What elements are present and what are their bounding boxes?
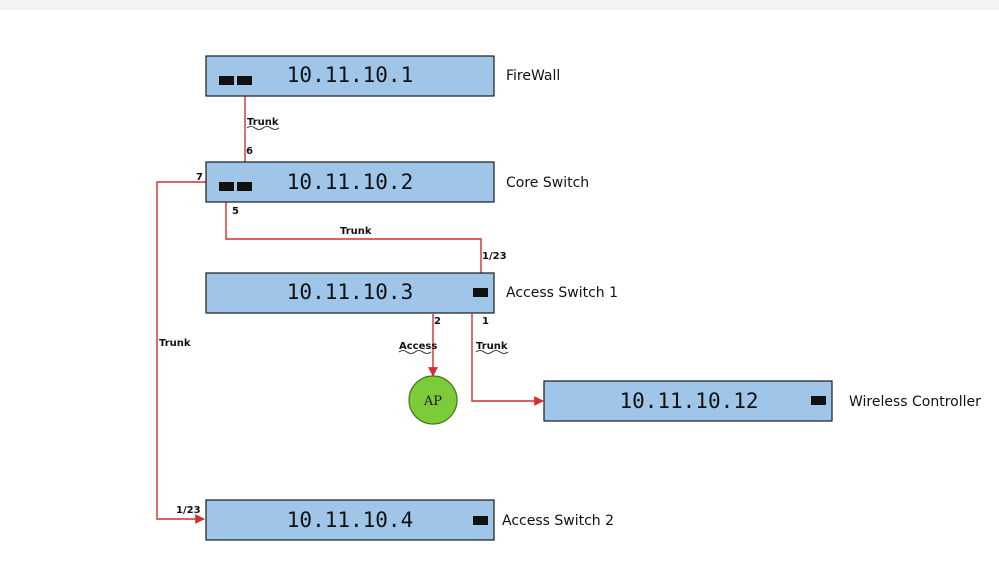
link-type-label: Trunk <box>159 338 191 349</box>
device-firewall[interactable]: 10.11.10.1 <box>205 55 495 97</box>
port-icon <box>473 288 488 297</box>
device-label-firewall: FireWall <box>506 68 560 84</box>
port-label: 1 <box>482 316 489 327</box>
port-label: 2 <box>434 316 441 327</box>
port-label: 1/23 <box>482 251 507 262</box>
access-point[interactable]: AP <box>408 375 458 425</box>
device-label-wireless-controller: Wireless Controller <box>849 394 981 410</box>
port-label: 6 <box>246 146 253 157</box>
device-box <box>205 55 495 97</box>
port-icon <box>237 182 252 191</box>
link-core-access2 <box>156 181 218 524</box>
device-core-switch[interactable]: 10.11.10.2 <box>205 161 495 203</box>
device-access-switch-1[interactable]: 10.11.10.3 <box>205 272 495 314</box>
ap-icon <box>408 375 458 425</box>
port-icon <box>219 182 234 191</box>
link-type-label: Access <box>399 341 437 352</box>
device-ip: 10.11.10.2 <box>287 170 413 194</box>
device-ip: 10.11.10.3 <box>287 280 413 304</box>
port-label: 1/23 <box>176 505 201 516</box>
port-icon <box>473 516 488 525</box>
port-label: 7 <box>196 172 203 183</box>
link-type-label: Trunk <box>476 341 508 352</box>
device-label-core-switch: Core Switch <box>506 175 589 191</box>
device-box <box>205 499 495 541</box>
ap-label: AP <box>423 394 442 409</box>
port-icon <box>219 76 234 85</box>
link-access1-wlc <box>471 314 544 406</box>
link-core-access1 <box>225 190 486 287</box>
device-ip: 10.11.10.12 <box>619 389 758 413</box>
wavy-underline <box>475 350 509 354</box>
link-type-label: Trunk <box>340 226 372 237</box>
device-ip: 10.11.10.4 <box>287 508 413 532</box>
device-label-access-switch-2: Access Switch 2 <box>502 513 614 529</box>
device-wireless-controller[interactable]: 10.11.10.12 <box>543 380 833 422</box>
device-label-access-switch-1: Access Switch 1 <box>506 285 618 301</box>
device-box <box>205 272 495 314</box>
device-access-switch-2[interactable]: 10.11.10.4 <box>205 499 495 541</box>
device-ip: 10.11.10.1 <box>287 63 413 87</box>
wavy-underline <box>398 350 432 354</box>
link-labels: Trunk 6 Trunk 5 1/23 2 Access 1 Trunk 7 … <box>159 117 509 516</box>
wavy-underline <box>246 126 280 130</box>
port-label: 5 <box>232 206 239 217</box>
page-area <box>0 10 999 580</box>
port-icon <box>811 396 826 405</box>
device-box <box>543 380 833 422</box>
device-box <box>205 161 495 203</box>
link-type-label: Trunk <box>247 117 279 128</box>
port-icon <box>237 76 252 85</box>
